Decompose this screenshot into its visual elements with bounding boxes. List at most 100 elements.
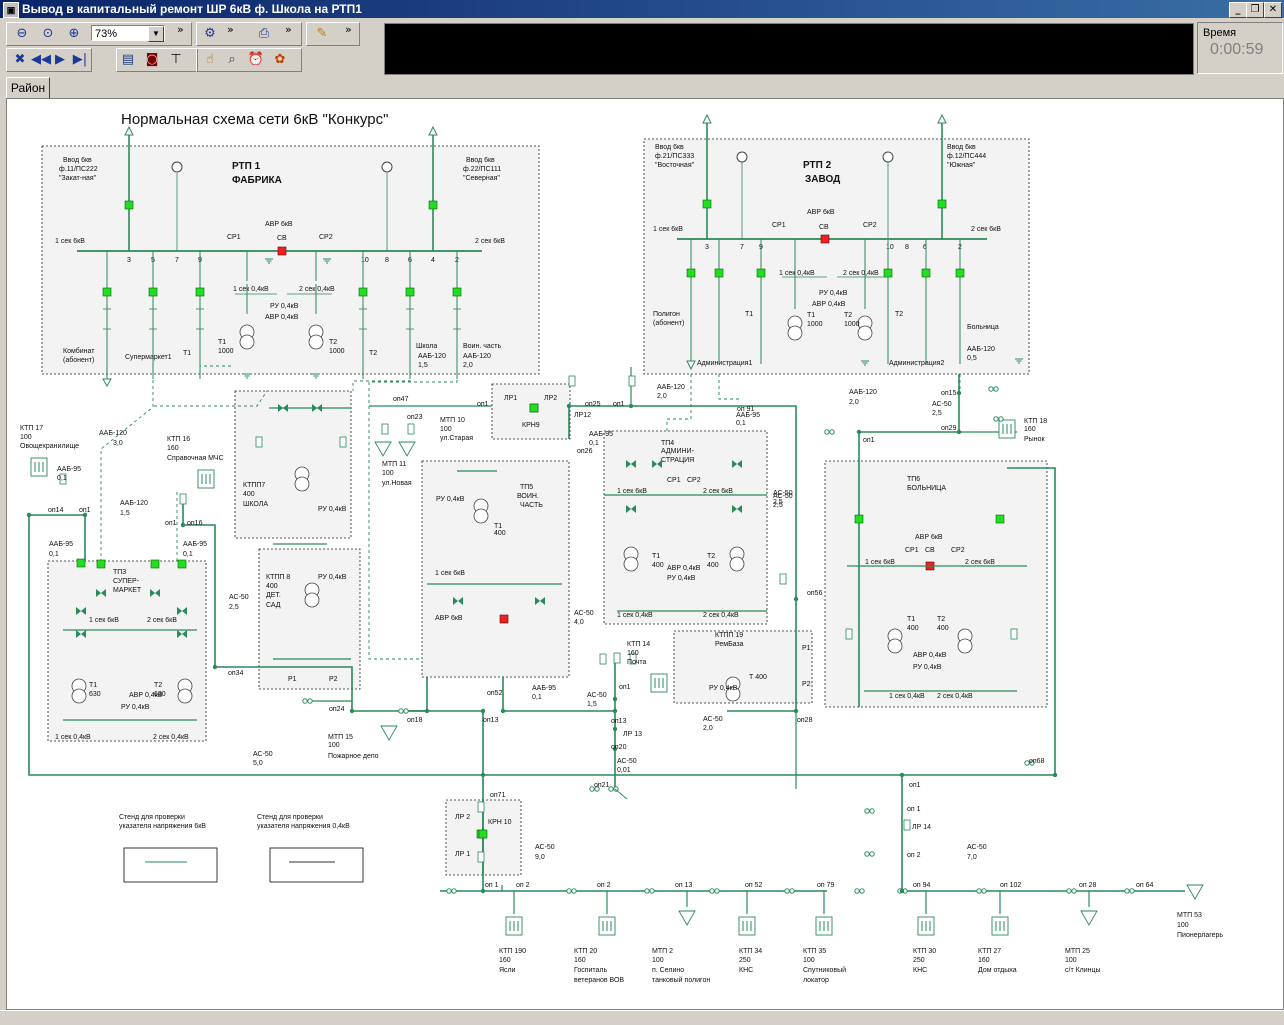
diagram-label: 2 сек 0,4кВ xyxy=(703,612,739,619)
chart-icon[interactable]: ▤ xyxy=(121,52,135,67)
diagram-label: 0,1 xyxy=(183,551,193,558)
line-terminal xyxy=(824,429,830,435)
diagram-label: 10 xyxy=(886,244,894,251)
zoom-out-icon[interactable]: ⊖ xyxy=(16,26,28,41)
camera-icon[interactable]: ◙ xyxy=(145,52,159,67)
diagram-label: Администрация1 xyxy=(697,360,752,367)
rewind-icon[interactable]: ◀◀ xyxy=(31,52,51,67)
junction xyxy=(480,772,486,778)
diagram-label: КТП 30 xyxy=(913,948,936,955)
chevron-down-icon[interactable]: ▼ xyxy=(148,26,164,42)
ktpp8-box xyxy=(258,548,361,690)
line-terminal xyxy=(993,416,999,422)
diagram-label: 100 xyxy=(1065,957,1077,964)
line-terminal xyxy=(1066,888,1072,894)
diagram-title: Нормальная схема сети 6кВ "Конкурс" xyxy=(121,111,388,128)
alarm-clock-icon[interactable]: ⏰ xyxy=(247,52,265,67)
restore-button[interactable]: ❐ xyxy=(1246,2,1264,18)
junction xyxy=(612,708,618,714)
sectional-switch-rtp2 xyxy=(820,234,830,244)
zoom-reset-icon[interactable]: ⊙ xyxy=(42,26,54,41)
tab-rayon[interactable]: Район xyxy=(6,77,50,99)
breaker xyxy=(102,287,112,297)
diagram-label: КТПП7 xyxy=(243,482,265,489)
magnifier-icon[interactable]: ⌕ xyxy=(228,52,236,67)
tools-icon[interactable]: ⊤ xyxy=(170,52,182,67)
diagram-label: Т1 xyxy=(745,311,753,318)
ktp-symbol xyxy=(998,419,1016,439)
diagram-label: 1000 xyxy=(218,348,234,355)
diagram-label: 7 xyxy=(175,257,179,264)
diagram-label: оп 1 xyxy=(907,806,921,813)
diagram-label: 4,0 xyxy=(574,619,584,626)
junction xyxy=(26,512,32,518)
diagram-label: 400 xyxy=(243,491,255,498)
diagram-label: ААБ-95 xyxy=(49,541,73,548)
diagram-label: 10 xyxy=(361,257,369,264)
diagram-label: ТП4 xyxy=(661,440,674,447)
line-terminal xyxy=(1029,760,1035,766)
diagram-label: Администрация2 xyxy=(889,360,944,367)
rtp2-title: РТП 2 xyxy=(803,160,832,171)
resistor xyxy=(845,628,853,640)
settings-icon[interactable]: ✿ xyxy=(274,52,286,67)
zoom-select[interactable]: 73%▼ xyxy=(91,25,165,42)
diagram-label: СВ xyxy=(277,235,287,242)
diagram-label: 1 сек 0,4кВ xyxy=(617,612,653,619)
diagram-label: "Восточная" xyxy=(655,162,695,169)
diagram-label: Стенд для проверки xyxy=(119,814,185,821)
diagram-label: 0,1 xyxy=(589,440,599,447)
diagram-label: оп68 xyxy=(1029,758,1045,765)
hand-icon[interactable]: ☝ xyxy=(206,52,214,67)
diagram-label: 2 сек 6кВ xyxy=(965,559,995,566)
breaker xyxy=(452,287,462,297)
close-button[interactable]: ✕ xyxy=(1264,2,1282,18)
schematic-canvas[interactable]: Нормальная схема сети 6кВ "Конкурс"РТП 1… xyxy=(6,98,1284,1010)
toolbar-overflow-chevron[interactable]: » xyxy=(285,23,292,36)
diagram-label: Комбинат xyxy=(63,347,95,355)
fast-forward-icon[interactable]: ▶| xyxy=(72,52,88,67)
zoom-in-icon[interactable]: ⊕ xyxy=(68,26,80,41)
minimize-button[interactable]: _ xyxy=(1229,2,1247,18)
diagram-label: 1 сек 0,4кВ xyxy=(889,693,925,700)
layout-toolbar: ⚙ » ⎙ » xyxy=(196,22,302,46)
line-terminal xyxy=(398,708,404,714)
diagram-label: Р1 xyxy=(802,645,811,652)
diagram-label: 160 xyxy=(167,445,179,452)
stop-icon[interactable]: ✖ xyxy=(14,52,26,67)
diagram-label: ЧАСТЬ xyxy=(520,502,543,509)
diagram-label: 160 xyxy=(627,650,639,657)
junction xyxy=(500,708,506,714)
diagram-label: СР1 xyxy=(667,477,681,484)
printer-icon[interactable]: ⎙ xyxy=(258,26,270,41)
line-terminal xyxy=(403,708,409,714)
network-schematic[interactable]: Нормальная схема сети 6кВ "Конкурс"РТП 1… xyxy=(7,99,1283,1009)
transformer-t1 xyxy=(787,315,803,341)
note-icon[interactable]: ✎ xyxy=(316,26,328,41)
input-arrow xyxy=(428,125,438,136)
diagram-label: оп 28 xyxy=(1079,882,1097,889)
network-icon[interactable]: ⚙ xyxy=(204,26,216,41)
diagram-label: Почта xyxy=(627,659,647,666)
toolbar-overflow-chevron[interactable]: » xyxy=(345,23,352,36)
toolbar-overflow-chevron[interactable]: » xyxy=(177,23,184,36)
junction xyxy=(480,888,486,894)
diagram-label: оп13 xyxy=(483,717,499,724)
play-icon[interactable]: ▶ xyxy=(55,52,65,67)
diagram-label: 2,5 xyxy=(932,410,942,417)
toolbar-overflow-chevron[interactable]: » xyxy=(227,23,234,36)
transformer xyxy=(294,466,310,492)
diagram-label: ШКОЛА xyxy=(243,501,268,508)
diagram-label: КРН 10 xyxy=(488,819,512,826)
diagram-label: Т2 xyxy=(329,339,337,346)
diagram-label: оп 79 xyxy=(817,882,835,889)
breaker-off xyxy=(499,614,509,624)
aux-transformer xyxy=(171,161,183,173)
breaker xyxy=(405,287,415,297)
diagram-label: КТП 14 xyxy=(627,641,650,648)
load-symbol xyxy=(374,441,392,457)
diagram-label: оп20 xyxy=(611,744,627,751)
diagram-label: ААБ-120 xyxy=(849,389,877,396)
diagram-label: СВ xyxy=(819,224,829,231)
cable-route xyxy=(199,365,233,374)
